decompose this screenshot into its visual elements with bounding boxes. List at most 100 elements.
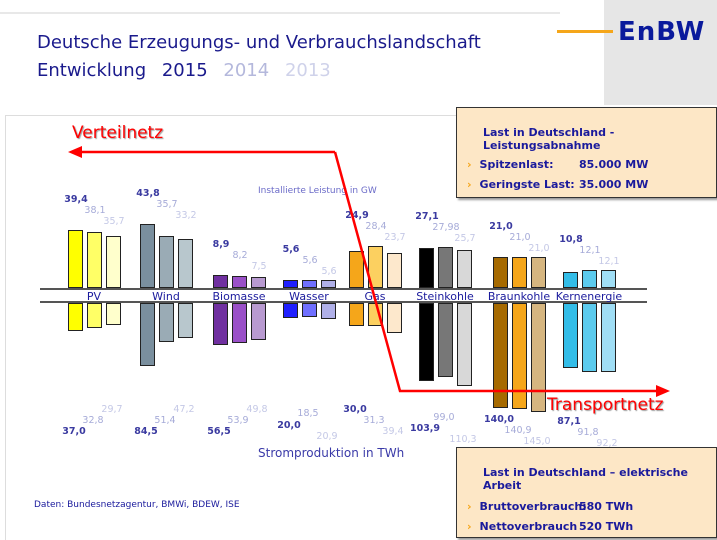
capacity-bar: [251, 276, 266, 288]
enbw-logo: EnBW: [618, 17, 706, 47]
chevron-icon: ›: [467, 500, 472, 513]
production-bar: [531, 303, 546, 412]
capacity-bar: [68, 230, 83, 288]
capacity-bar: [419, 248, 434, 288]
capacity-bar: [457, 250, 472, 288]
production-bar: [302, 303, 317, 317]
subtitle-label: Entwicklung: [37, 60, 147, 81]
production-label: 140,0: [483, 414, 515, 425]
production-bar: [563, 303, 578, 369]
production-label: 91,8: [577, 427, 599, 438]
capacity-label: 21,0: [509, 232, 531, 244]
capacity-bar: [232, 275, 247, 288]
production-bar: [349, 303, 364, 326]
row-label: Geringste Last:: [479, 178, 575, 191]
production-label: 47,2: [173, 404, 195, 415]
capacity-bar: [302, 279, 317, 288]
production-bar: [512, 303, 527, 409]
production-bar: [582, 303, 597, 372]
production-label: 140,9: [504, 425, 532, 436]
production-label: 53,9: [227, 415, 249, 426]
production-bar: [232, 303, 247, 344]
capacity-label: 43,8: [136, 187, 160, 199]
production-label: 56,5: [207, 426, 231, 437]
year-2014: 2014: [223, 60, 270, 81]
production-label: 145,0: [523, 436, 551, 447]
production-label: 31,3: [363, 415, 385, 426]
production-bar: [87, 303, 102, 328]
page-title: Deutsche Erzeugungs- und Verbrauchslands…: [37, 32, 481, 53]
production-label: 30,0: [343, 404, 367, 415]
production-label: 20,0: [277, 420, 301, 431]
chevron-icon: ›: [467, 520, 472, 533]
capacity-bar: [601, 270, 616, 288]
row-value: 85.000 MW: [579, 158, 649, 171]
energy-load-box: Last in Deutschland – elektrische Arbeit…: [456, 447, 717, 538]
box-row: ›Geringste Last:35.000 MW: [467, 178, 648, 191]
box-row: › Spitzenlast: 85.000 MW: [467, 158, 648, 171]
production-label: 37,0: [62, 426, 86, 437]
transportnetz-label: Transportnetz: [547, 395, 664, 415]
arrowhead-right: [656, 385, 670, 397]
capacity-bar: [438, 246, 453, 288]
production-label: 49,8: [246, 404, 268, 415]
year-2013: 2013: [284, 60, 331, 81]
capacity-bar: [368, 246, 383, 288]
capacity-bar: [178, 239, 193, 288]
production-bar: [493, 303, 508, 408]
arrowhead-left: [68, 146, 82, 158]
capacity-label: 5,6: [321, 265, 337, 277]
capacity-bar: [140, 223, 155, 288]
capacity-bar: [213, 274, 228, 288]
row-label: Nettoverbrauch: [479, 520, 578, 533]
production-bar: [140, 303, 155, 367]
production-label: 92,2: [596, 438, 618, 449]
production-label: 29,7: [101, 404, 123, 415]
capacity-label: 23,7: [384, 232, 406, 244]
data-source: Daten: Bundesnetzagentur, BMWi, BDEW, IS…: [34, 500, 240, 510]
capacity-label: 8,9: [212, 238, 230, 250]
category-label: Wasser: [289, 290, 329, 303]
capacity-bar: [159, 235, 174, 288]
row-label: Spitzenlast:: [479, 158, 554, 171]
production-label: 39,4: [382, 426, 404, 437]
capacity-label: 21,0: [489, 221, 513, 233]
capacity-label: 35,7: [156, 198, 178, 210]
capacity-bar: [349, 251, 364, 288]
capacity-label: 12,1: [579, 245, 601, 257]
category-label: Braunkohle: [487, 290, 551, 303]
row-value: 520 TWh: [579, 520, 634, 533]
capacity-label: 27,98: [432, 221, 460, 233]
capacity-label: 7,5: [251, 260, 267, 272]
capacity-bar: [106, 235, 121, 288]
logo-panel: [604, 0, 717, 105]
production-bar: [178, 303, 193, 339]
capacity-label: 33,2: [175, 209, 197, 221]
chevron-icon: ›: [467, 158, 472, 171]
row-value: 35.000 MW: [579, 178, 649, 191]
box-heading: Last in Deutschland – elektrische Arbeit: [483, 466, 688, 492]
year-2015: 2015: [161, 60, 208, 81]
production-bar: [438, 303, 453, 378]
production-bar: [251, 303, 266, 341]
capacity-label: 35,7: [103, 216, 125, 228]
production-label: 99,0: [433, 412, 455, 423]
capacity-label: 10,8: [559, 234, 583, 246]
production-label: 20,9: [316, 431, 338, 442]
page-subtitle: Entwicklung 2015 2014 2013: [37, 60, 341, 81]
capacity-label: 38,1: [84, 205, 106, 217]
capacity-label: 5,6: [302, 254, 318, 266]
capacity-bar: [512, 257, 527, 288]
axis-line-lower: [40, 301, 647, 303]
production-label: 87,1: [557, 416, 581, 427]
box-row: ›Bruttoverbrauch:580 TWh: [467, 500, 633, 513]
category-label: Kernenergie: [555, 290, 623, 303]
capacity-label: 21,0: [528, 243, 550, 255]
capacity-label: 8,2: [232, 249, 248, 261]
production-label: 103,9: [409, 423, 441, 434]
row-value: 580 TWh: [579, 500, 634, 513]
capacity-bar: [531, 257, 546, 288]
category-label: Steinkohle: [416, 290, 474, 303]
production-bar: [68, 303, 83, 331]
